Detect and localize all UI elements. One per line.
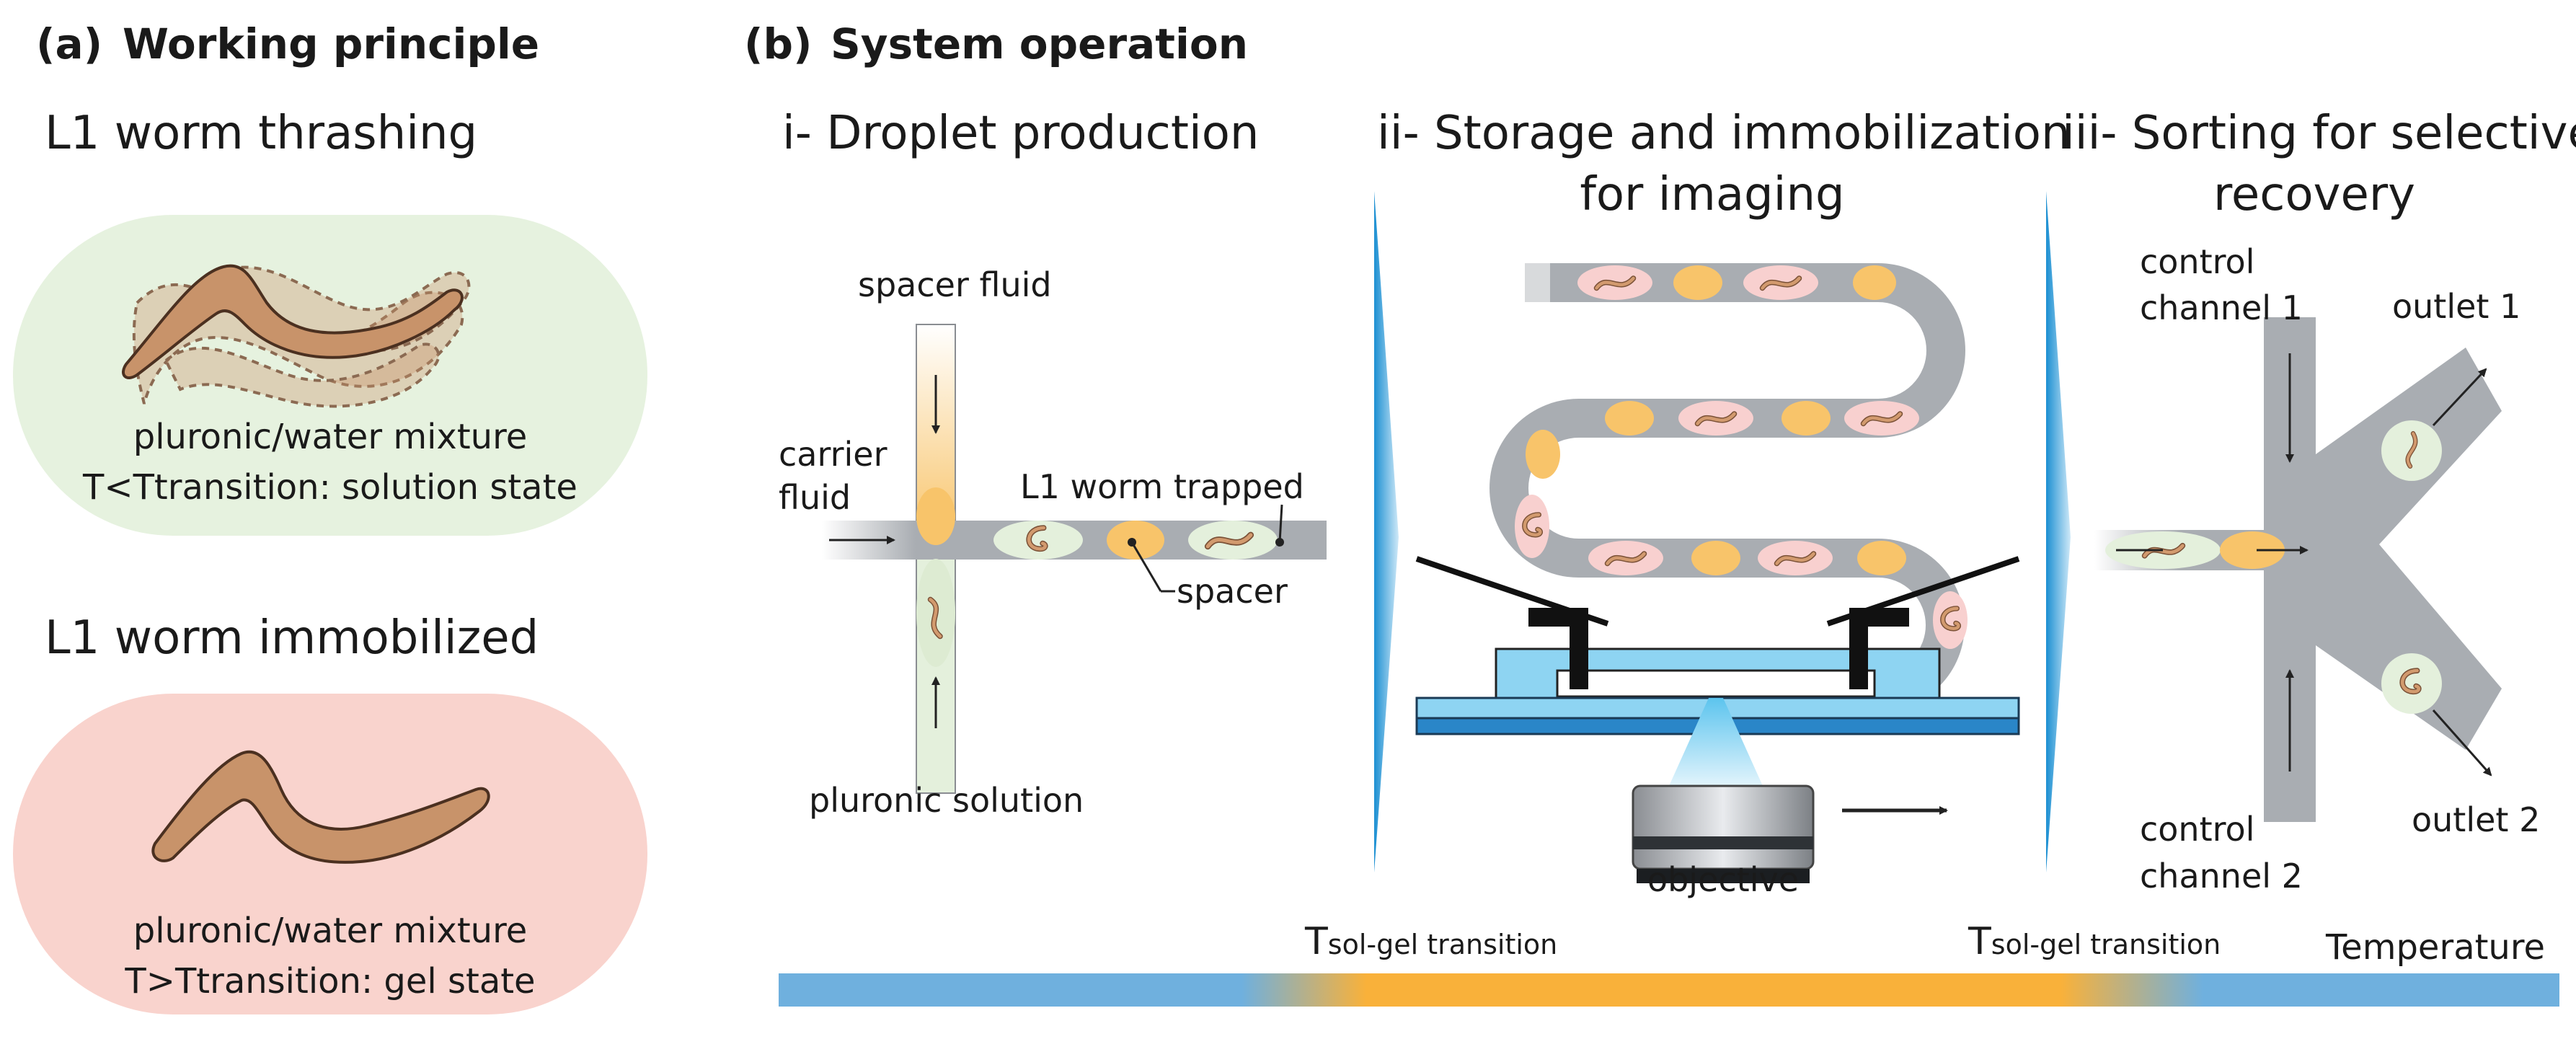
control-channel-2-label-1: control	[2140, 810, 2255, 849]
outlet-2-label: outlet 2	[2412, 800, 2541, 839]
carrier-label-2: fluid	[779, 478, 851, 517]
thrashing-heading: L1 worm thrashing	[45, 107, 478, 160]
objective-lens	[1632, 784, 1815, 870]
panel-a-tag: (a)	[36, 19, 103, 68]
panel-b-tag: (b)	[744, 19, 813, 68]
gel-mixture-label: pluronic/water mixture	[133, 911, 528, 951]
thrashing-worm	[122, 264, 464, 379]
droplet-worm-1	[993, 521, 1083, 560]
outlet-1-label: outlet 1	[2392, 287, 2521, 326]
sol-gel-transition-marker-2: Tsol-gel transition	[1968, 921, 2221, 963]
spacer-fluid-label: spacer fluid	[858, 265, 1052, 304]
solution-state-label: T<Ttransition: solution state	[83, 467, 577, 508]
step2-title-2: for imaging	[1580, 168, 1845, 221]
panel-a	[13, 215, 647, 1014]
t-subscript: sol-gel transition	[1327, 929, 1558, 960]
control-channel-1-label-1: control	[2140, 242, 2255, 281]
t-subscript: sol-gel transition	[1991, 929, 2221, 960]
step-divider-2	[2046, 191, 2071, 872]
carrier-label-1: carrier	[779, 435, 888, 474]
control-channel-1-label-2: channel 1	[2140, 288, 2303, 327]
sol-gel-transition-marker-1: Tsol-gel transition	[1305, 921, 1557, 963]
t-symbol: T	[1305, 920, 1328, 963]
pluronic-solution-label: pluronic solution	[809, 781, 1084, 820]
step-divider-1	[1374, 191, 1399, 872]
step2-title-1: ii- Storage and immobilization	[1377, 107, 2071, 160]
objective-label: objective	[1647, 860, 1800, 899]
droplet-production-chip	[822, 324, 1327, 794]
t-symbol: T	[1968, 920, 1991, 963]
step3-title-1: iii- Sorting for selective	[2062, 107, 2576, 160]
sorting-chip	[2094, 317, 2502, 822]
panel-b-title: System operation	[831, 19, 1248, 68]
light-cone	[1669, 698, 1763, 786]
control-channel-2-label-2: channel 2	[2140, 857, 2303, 896]
storage-serpentine-chip	[1415, 263, 2020, 883]
spacer-label: spacer	[1177, 572, 1288, 611]
immobilized-heading: L1 worm immobilized	[45, 611, 539, 665]
sort-junction	[2264, 317, 2502, 822]
temperature-label: Temperature	[2326, 927, 2546, 968]
solution-mixture-label: pluronic/water mixture	[133, 417, 528, 457]
temperature-bar	[779, 973, 2559, 1007]
worm-trapped-label: L1 worm trapped	[1020, 467, 1304, 506]
forming-spacer-droplet	[916, 487, 955, 545]
solution-state-capsule	[13, 215, 647, 536]
step1-title: i- Droplet production	[782, 107, 1260, 160]
gel-state-label: T>Ttransition: gel state	[125, 961, 536, 1002]
immobilized-worm	[151, 751, 490, 864]
panel-a-title: Working principle	[123, 19, 540, 68]
step3-title-2: recovery	[2213, 168, 2416, 221]
